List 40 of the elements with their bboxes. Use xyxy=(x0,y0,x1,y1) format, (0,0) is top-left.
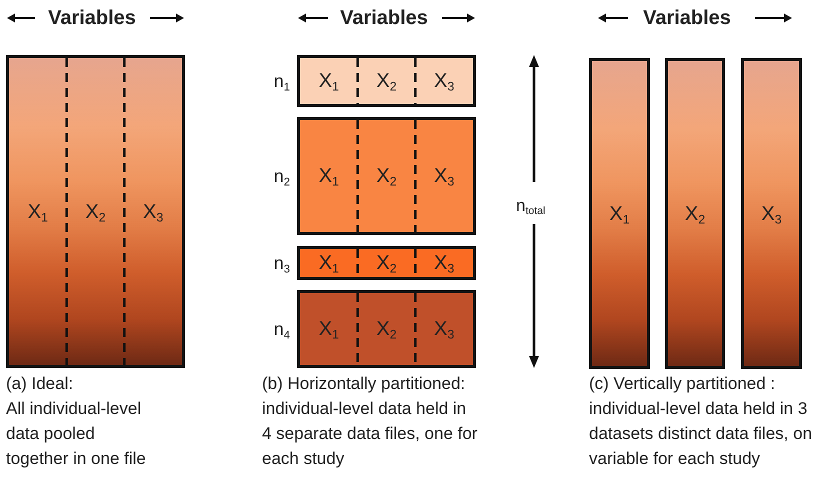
variable-label: X$_{3}$ xyxy=(434,252,454,274)
dimension-label: n$_{total}$ xyxy=(516,195,546,217)
variable-label: X$_{3}$ xyxy=(434,70,454,92)
variable-label: X$_{1}$ xyxy=(318,318,339,340)
data-row-block xyxy=(297,290,476,368)
heading: Variables xyxy=(643,6,731,30)
variable-label: X$_{2}$ xyxy=(376,252,397,274)
variable-label: X$_{3}$ xyxy=(434,165,454,187)
variable-label: X$_{1}$ xyxy=(318,165,339,187)
row-count-label: n$_{3}$ xyxy=(274,252,290,274)
heading: Variables xyxy=(48,6,136,30)
variable-label: X$_{2}$ xyxy=(85,200,106,222)
caption-text: individual-level data held in 4 separate data files, one for each study xyxy=(262,398,478,470)
variable-label: X$_{3}$ xyxy=(434,318,454,340)
variable-label: X$_{1}$ xyxy=(318,252,339,274)
caption-text: All individual-level data pooled together in one file xyxy=(6,398,147,470)
data-row-block xyxy=(297,246,476,280)
variable-label: X$_{1}$ xyxy=(318,70,339,92)
variable-label: X$_{2}$ xyxy=(684,202,706,224)
row-count-label: n$_{2}$ xyxy=(274,165,290,187)
variable-label: X$_{1}$ xyxy=(28,200,48,222)
variable-label: X$_{1}$ xyxy=(609,202,630,224)
variable-label: X$_{2}$ xyxy=(376,318,397,340)
data-block xyxy=(6,55,185,368)
data-column-block xyxy=(741,58,802,369)
variable-label: X$_{3}$ xyxy=(143,200,164,222)
variable-label: X$_{2}$ xyxy=(376,70,397,92)
caption-text: individual-level data held in 3 datasets distinct data files, on variable for each study xyxy=(589,398,813,470)
data-row-block xyxy=(297,117,476,235)
data-column-block xyxy=(589,58,650,369)
variable-label: X$_{2}$ xyxy=(376,165,397,187)
heading: Variables xyxy=(340,6,428,30)
caption-heading: (c) Vertically partitioned : xyxy=(589,372,776,394)
data-row-block xyxy=(297,55,476,107)
variable-label: X$_{3}$ xyxy=(761,202,782,224)
caption-heading: (b) Horizontally partitioned: xyxy=(262,372,466,394)
row-count-label: n$_{1}$ xyxy=(274,70,290,92)
row-count-label: n$_{4}$ xyxy=(274,318,290,340)
caption-heading: (a) Ideal: xyxy=(6,372,74,394)
data-column-block xyxy=(665,58,725,369)
